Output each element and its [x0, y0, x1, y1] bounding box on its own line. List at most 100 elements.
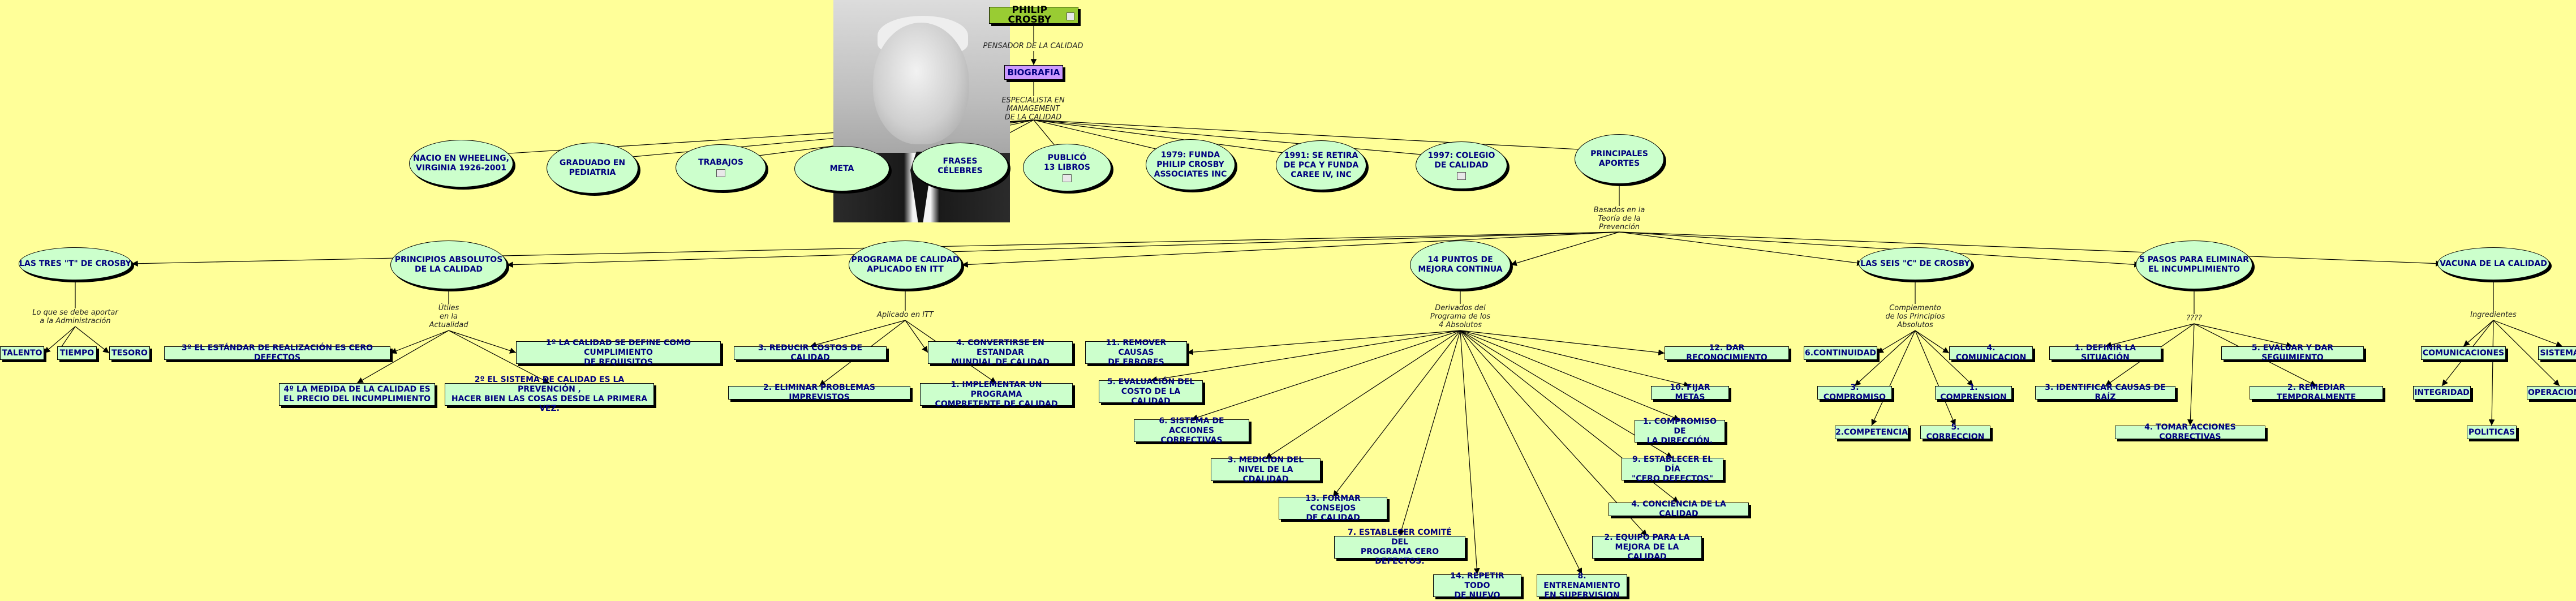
edge-leaf-pasos5-1 [2105, 323, 2195, 348]
bio-node-aportes[interactable]: PRINCIPALES APORTES [1575, 134, 1664, 184]
leaf-tres_t-2-label: TIEMPO [59, 348, 94, 358]
aporte-node-absolutos-label: PRINCIPIOS ABSOLUTOS DE LA CALIDAD [394, 255, 503, 274]
leaf-puntos14-14[interactable]: 14. REPETIR TODO DE NUEVO [1433, 572, 1521, 600]
leaf-itt-1-label: 1. IMPLEMENTAR UN PROGRAMA COMPRETENTE D… [935, 380, 1058, 409]
leaf-pasos5-1-label: 1. DEFINIR LA SITUACIÓN [2074, 344, 2136, 362]
leaf-pasos5-5-label: 5. EVALUAR Y DAR SEGUIMIENTO [2251, 344, 2334, 362]
bio-node-funda[interactable]: 1979: FUNDA PHILIP CROSBY ASSOCIATES INC [1146, 139, 1235, 190]
leaf-vacuna-2[interactable]: INTEGRIDAD [2413, 386, 2471, 400]
leaf-absolutos-3[interactable]: 3º EL ESTÁNDAR DE REALIZACIÓN ES CERO DE… [164, 344, 390, 362]
leaf-seis_c-5-label: 5. CORRECCION [1926, 423, 1985, 441]
leaf-seis_c-6[interactable]: 6.CONTINUIDAD [1804, 346, 1877, 360]
leaf-pasos5-2[interactable]: 2. REMEDIAR TEMPORALMENTE [2250, 383, 2383, 402]
leaf-absolutos-2[interactable]: 2º EL SISTEMA DE CALIDAD ES LA PREVENCIÓ… [445, 375, 654, 413]
leaf-puntos14-11[interactable]: 11. REMOVER CAUSAS DE ERRORES [1085, 338, 1187, 367]
aporte-node-tres_t[interactable]: LAS TRES "T" DE CROSBY [19, 247, 132, 280]
leaf-seis_c-4[interactable]: 4. COMUNICACION [1949, 344, 2033, 362]
leaf-itt-4[interactable]: 4. CONVERTIRSE EN ESTANDAR MUNDIAL DE CA… [928, 338, 1073, 367]
bio-node-nacio[interactable]: NACIO EN WHEELING, VIRGINIA 1926-2001 [409, 140, 513, 187]
leaf-vacuna-5[interactable]: SISTEMAS [2538, 346, 2576, 360]
aporte-node-itt-label: PROGRAMA DE CALIDAD APLICADO EN ITT [851, 255, 960, 274]
leaf-absolutos-4[interactable]: 4º LA MEDIDA DE LA CALIDAD ES EL PRECIO … [279, 383, 435, 406]
aporte-node-vacuna[interactable]: VACUNA DE LA CALIDAD [2437, 247, 2549, 280]
leaf-puntos14-4[interactable]: 4. CONCIENCIA DE LA CALIDAD [1609, 500, 1749, 518]
edge-leaf-pasos5-5 [2194, 323, 2293, 348]
edge-bio-aportes [1033, 119, 1620, 154]
edge-leaf-seis_c-5 [1915, 330, 1956, 426]
attachment-icon[interactable] [716, 169, 725, 177]
leaf-puntos14-3[interactable]: 3. MEDICION DEL NIVEL DE LA CDALIDAD [1211, 455, 1321, 484]
leaf-puntos14-10-label: 10. FIJAR METAS [1670, 383, 1710, 402]
edge-leaf-seis_c-4 [1915, 330, 1950, 354]
leaf-absolutos-1[interactable]: 1º LA CALIDAD SE DEFINE COMO CUMPLIMIENT… [516, 338, 721, 367]
bio-node-colegio[interactable]: 1997: COLEGIO DE CALIDAD [1416, 141, 1507, 189]
leaf-tres_t-1[interactable]: TALENTO [0, 346, 44, 360]
leaf-pasos5-5[interactable]: 5. EVALUAR Y DAR SEGUIMIENTO [2221, 344, 2364, 362]
leaf-puntos14-8[interactable]: 8. ENTRENAMIENTO EN SUPERVISION [1537, 572, 1627, 600]
edge-leaf-puntos14-2 [1460, 330, 1648, 536]
root-node-philip-crosby[interactable]: PHILIP CROSBY [989, 6, 1078, 25]
leaf-itt-4-label: 4. CONVERTIRSE EN ESTANDAR MUNDIAL DE CA… [951, 338, 1050, 367]
edge-leaf-puntos14-6 [1191, 330, 1461, 420]
leaf-absolutos-4-label: 4º LA MEDIDA DE LA CALIDAD ES EL PRECIO … [283, 385, 431, 403]
leaf-puntos14-5[interactable]: 5. EVALUACIÓN DEL COSTO DE LA CALIDAD [1099, 377, 1203, 406]
leaf-puntos14-2[interactable]: 2. EQUIPO PARA LA MEJORA DE LA CALIDAD [1592, 533, 1702, 561]
leaf-itt-1[interactable]: 1. IMPLEMENTAR UN PROGRAMA COMPRETENTE D… [920, 380, 1073, 409]
edge-leaf-puntos14-10 [1460, 330, 1691, 388]
leaf-seis_c-5[interactable]: 5. CORRECCION [1920, 423, 1990, 441]
aporte-node-puntos14[interactable]: 14 PUNTOS DE MEJORA CONTINUA [1410, 241, 1511, 289]
edge-leaf-tres_t-3 [75, 326, 110, 354]
edge-bio-colegio [1033, 119, 1462, 161]
leaf-pasos5-3[interactable]: 3. IDENTIFICAR CAUSAS DE RAÍZ [2035, 383, 2175, 402]
leaf-seis_c-1[interactable]: 1. COMPRENSION [1935, 383, 2012, 402]
leaf-puntos14-7[interactable]: 7. ESTABLECER COMITÉ DEL PROGRAMA CERO D… [1334, 528, 1465, 566]
attachment-icon[interactable] [1457, 171, 1466, 180]
leaf-vacuna-1[interactable]: COMUNICACIONES [2421, 346, 2506, 360]
leaf-seis_c-2[interactable]: 2.COMPETENCIA [1835, 426, 1908, 439]
bio-node-funda-label: 1979: FUNDA PHILIP CROSBY ASSOCIATES INC [1154, 150, 1227, 179]
leaf-absolutos-3-label: 3º EL ESTÁNDAR DE REALIZACIÓN ES CERO DE… [181, 344, 373, 362]
leaf-puntos14-1[interactable]: 1. COMPROMISO DE LA DIRECCIÓN. [1635, 417, 1725, 445]
leaf-seis_c-3[interactable]: 3. COMPROMISO [1817, 383, 1892, 402]
leaf-puntos14-12[interactable]: 12. DAR RECONOCIMIENTO [1665, 344, 1789, 362]
edge-leaf-absolutos-4 [356, 330, 449, 384]
bio-node-aportes-label: PRINCIPALES APORTES [1590, 149, 1648, 168]
edge-leaf-tres_t-1 [44, 326, 76, 354]
bio-node-frases[interactable]: FRASES CÉLEBRES [912, 143, 1008, 190]
leaf-vacuna-4[interactable]: OPERACIONES [2527, 386, 2576, 400]
leaf-puntos14-11-label: 11. REMOVER CAUSAS DE ERRORES [1106, 338, 1167, 367]
bio-node-retira[interactable]: 1991: SE RETIRA DE PCA Y FUNDA CAREE IV,… [1276, 140, 1366, 190]
bio-node-trabajos[interactable]: TRABAJOS [676, 144, 766, 191]
leaf-tres_t-3[interactable]: TESORO [109, 346, 150, 360]
leaf-puntos14-6[interactable]: 6. SISTEMA DE ACCIONES CORRECTIVAS [1134, 417, 1249, 445]
edge-leaf-absolutos-1 [448, 330, 517, 354]
leaf-puntos14-9[interactable]: 9. ESTABLECER EL DÍA "CERO DEFECTOS" [1622, 455, 1723, 483]
leaf-puntos14-10[interactable]: 10. FIJAR METAS [1651, 383, 1729, 402]
leaf-tres_t-2[interactable]: TIEMPO [57, 346, 97, 360]
bio-node-meta[interactable]: META [794, 146, 889, 191]
leaf-puntos14-13[interactable]: 13. FORMAR CONSEJOS DE CALIDAD [1279, 494, 1387, 522]
edge-leaf-puntos14-3 [1265, 330, 1461, 459]
aporte-node-pasos5[interactable]: 5 PASOS PARA ELIMINAR EL INCUMPLIMIENTO [2136, 241, 2252, 289]
leaf-pasos5-4[interactable]: 4. TOMAR ACCIONES CORRECTIVAS [2115, 423, 2265, 441]
leaf-pasos5-1[interactable]: 1. DEFINIR LA SITUACIÓN [2049, 344, 2161, 362]
leaf-itt-3[interactable]: 3. REDUCIR COSTOS DE CALIDAD [734, 344, 887, 362]
leaf-itt-2[interactable]: 2. ELIMINAR PROBLEMAS IMPREVISTOS [728, 383, 910, 402]
edge-leaf-puntos14-8 [1460, 330, 1582, 575]
aporte-node-absolutos[interactable]: PRINCIPIOS ABSOLUTOS DE LA CALIDAD [390, 241, 507, 289]
leaf-vacuna-3[interactable]: POLITICAS [2467, 426, 2517, 439]
edge-aporte-absolutos [506, 231, 1620, 268]
bio-node-graduado[interactable]: GRADUADO EN PEDIATRIA [547, 143, 638, 194]
edge-leaf-seis_c-2 [1871, 330, 1916, 426]
edge-leaf-itt-4 [905, 320, 928, 353]
aporte-node-tres_t-label: LAS TRES "T" DE CROSBY [19, 259, 131, 268]
biografia-node[interactable]: BIOGRAFIA [1004, 65, 1063, 80]
attachment-icon[interactable] [1063, 174, 1072, 182]
sublink-label-puntos14: Derivados del Programa de los 4 Absoluto… [1430, 304, 1491, 329]
aporte-node-seis_c[interactable]: LAS SEIS "C" DE CROSBY [1859, 247, 1972, 280]
leaf-puntos14-3-label: 3. MEDICION DEL NIVEL DE LA CDALIDAD [1227, 455, 1304, 484]
attachment-icon[interactable] [1066, 12, 1074, 20]
aportes-link-label: Basados en la Teoría de la Prevención [1593, 206, 1645, 231]
aporte-node-itt[interactable]: PROGRAMA DE CALIDAD APLICADO EN ITT [849, 241, 962, 289]
bio-node-publico[interactable]: PUBLICÓ 13 LIBROS [1023, 144, 1111, 191]
